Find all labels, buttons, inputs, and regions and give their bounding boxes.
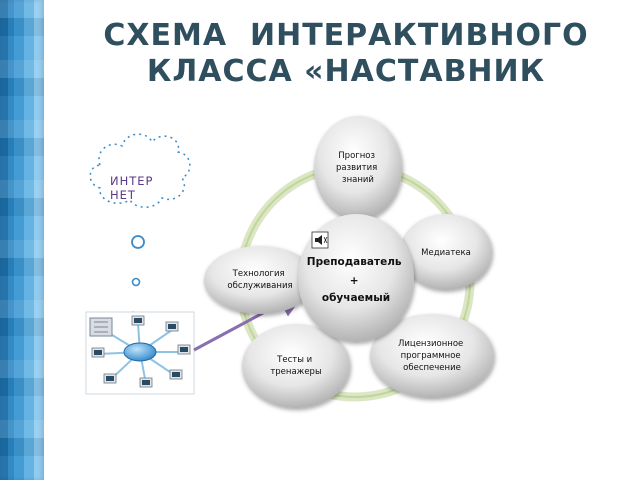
node-tests (242, 324, 350, 408)
node-forecast-label: Прогноз развития знаний (336, 151, 380, 185)
internet-label: ИНТЕР НЕТ (110, 174, 180, 202)
speaker-icon (311, 231, 329, 249)
node-software (370, 314, 494, 398)
network-illustration (85, 311, 195, 395)
title-line-1: СХЕМА ИНТЕРАКТИВНОГО (103, 18, 589, 53)
node-media (400, 214, 492, 290)
node-software-label: Лицензионное программное обеспечение (398, 339, 466, 373)
thought-bubble-medium (131, 277, 141, 287)
title-line-2: КЛАССА «НАСТАВНИК (146, 54, 546, 89)
node-center-label: Преподаватель + обучаемый (307, 256, 405, 304)
node-media-label: Медиатека (421, 248, 471, 258)
decorative-left-strip (0, 0, 44, 480)
node-forecast (314, 116, 402, 220)
node-technology-label: Технология обслуживания (227, 269, 292, 291)
node-tests-label: Тесты и тренажеры (270, 355, 321, 377)
internet-label-line-2: НЕТ (110, 188, 136, 202)
thought-bubble-large (131, 235, 145, 249)
node-technology (204, 246, 316, 314)
internet-cloud-icon (89, 133, 191, 208)
slide-title: СХЕМА ИНТЕРАКТИВНОГО КЛАССА «НАСТАВНИК (56, 18, 636, 90)
internet-label-line-1: ИНТЕР (110, 174, 154, 188)
